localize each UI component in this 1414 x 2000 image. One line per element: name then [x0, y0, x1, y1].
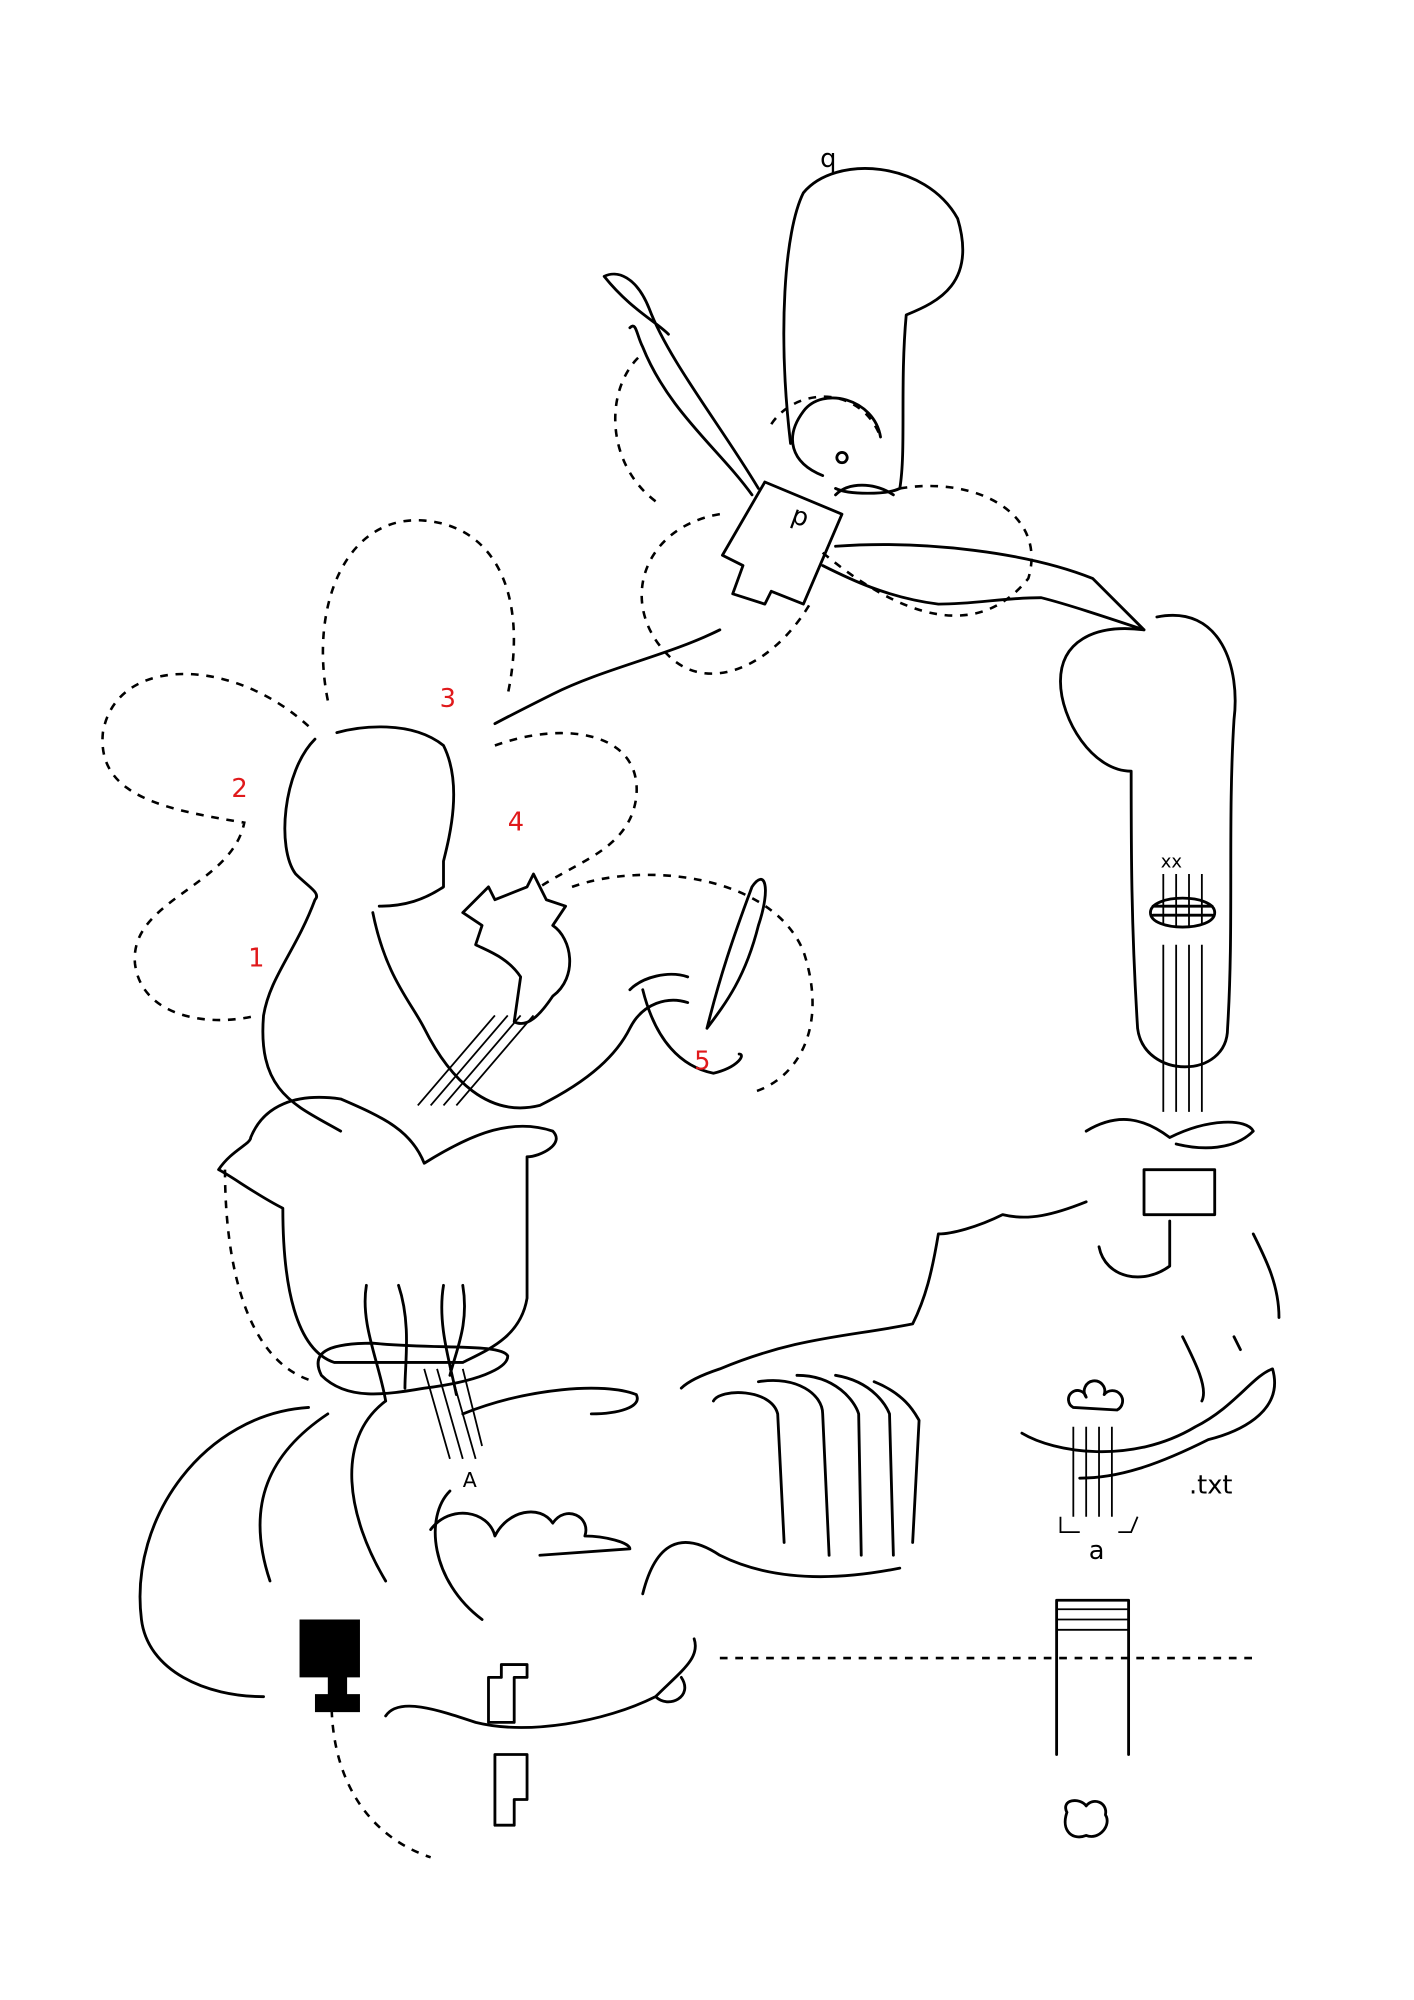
burst-shape — [461, 872, 572, 1025]
wavy-bowl — [384, 1637, 697, 1729]
flowing-arrows — [138, 1386, 639, 1699]
label-xx: xx — [1161, 852, 1183, 873]
label-A: A — [463, 1468, 477, 1492]
right-tube — [1059, 613, 1237, 1069]
label-2: 2 — [231, 774, 247, 804]
label-a: a — [1089, 1536, 1105, 1566]
column-waves — [1056, 1608, 1129, 1631]
stream-down — [423, 1368, 483, 1460]
black-box-icon — [299, 1619, 360, 1713]
label-txt: .txt — [1189, 1471, 1233, 1501]
left-figure-head — [261, 725, 456, 1133]
brain-shape — [1063, 1799, 1109, 1839]
right-face — [1084, 1118, 1255, 1279]
label-q: q — [820, 144, 836, 174]
reclining-body — [679, 1200, 1281, 1390]
left-figure-body — [217, 1095, 558, 1364]
left-figure-arm — [371, 911, 690, 1110]
hand-tool — [628, 878, 767, 1075]
column — [1055, 1598, 1131, 1756]
box-d — [721, 480, 844, 606]
thought-cloud-hand — [571, 873, 814, 1094]
dumbbell-bottom — [493, 1753, 529, 1827]
coil-spring — [641, 1373, 921, 1596]
top-figure-face — [791, 396, 895, 497]
stream-a — [1059, 1426, 1139, 1534]
dumbbell-top — [487, 1663, 529, 1724]
trees-scene — [429, 1510, 632, 1557]
squiggle-connector — [493, 628, 722, 726]
thought-cloud-top — [614, 352, 1033, 675]
thought-cloud-left — [101, 519, 516, 1022]
thought-cloud-right — [494, 731, 638, 888]
label-3: 3 — [440, 684, 456, 714]
leaf-blades — [602, 272, 760, 497]
water-stream-left — [417, 1014, 535, 1106]
label-d: d — [787, 502, 813, 536]
dashed-connector-left — [223, 1169, 316, 1383]
label-5: 5 — [694, 1046, 710, 1076]
long-arm — [821, 543, 1146, 632]
right-arm — [1020, 1335, 1276, 1480]
dashed-arrow-down — [330, 1709, 432, 1859]
lower-platform — [316, 1341, 510, 1396]
label-1: 1 — [248, 944, 264, 974]
cloud-a — [1067, 1379, 1124, 1412]
striped-disc — [1149, 896, 1217, 929]
top-figure-arm — [782, 167, 965, 495]
water-stream-right — [1162, 874, 1203, 1112]
label-4: 4 — [508, 807, 524, 837]
